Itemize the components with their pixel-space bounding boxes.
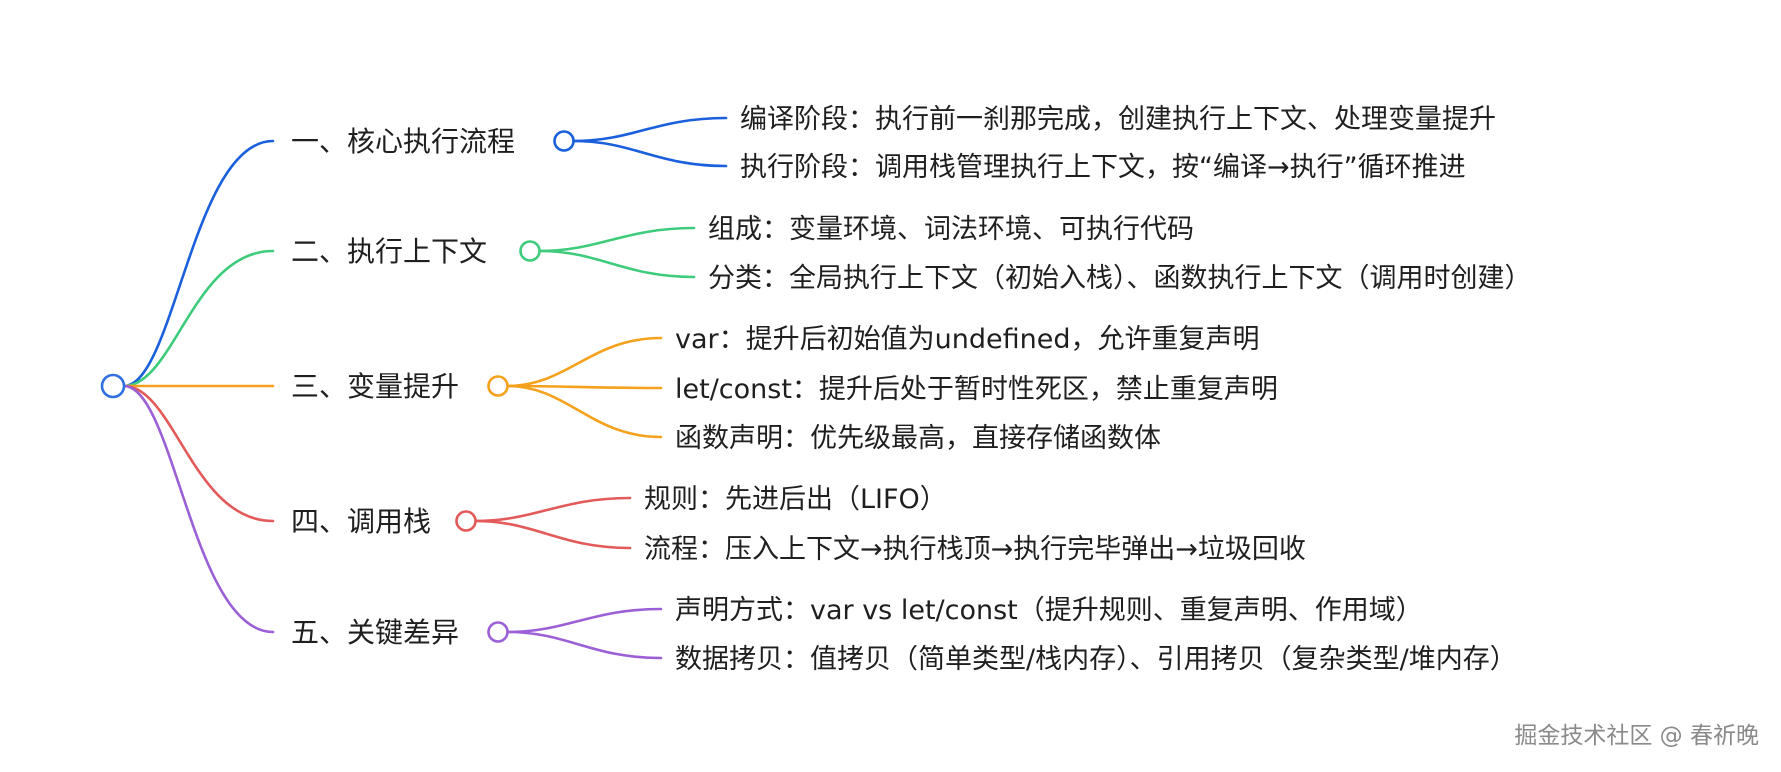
edge-branch-3-to-leaf-1 xyxy=(506,336,663,388)
leaf-label-3-3: 函数声明：优先级最高，直接存储函数体 xyxy=(675,423,1161,454)
edge-root-to-branch-2 xyxy=(122,249,275,388)
mind-map-edges xyxy=(122,116,728,660)
edge-root-to-branch-5 xyxy=(122,384,275,634)
leaf-label-5-1: 声明方式：var vs let/const（提升规则、重复声明、作用域） xyxy=(675,595,1423,626)
branch-label-3: 三、变量提升 xyxy=(291,370,459,403)
branch-label-2: 二、执行上下文 xyxy=(291,235,487,268)
leaf-label-3-1: var：提升后初始值为undefined，允许重复声明 xyxy=(675,324,1259,355)
edge-branch-4-to-leaf-1 xyxy=(474,496,632,523)
root-node[interactable] xyxy=(100,373,126,399)
branch-node-4[interactable] xyxy=(455,510,477,532)
edge-branch-3-to-leaf-2 xyxy=(506,384,663,390)
leaf-label-1-1: 编译阶段：执行前一刹那完成，创建执行上下文、处理变量提升 xyxy=(740,104,1496,135)
edge-root-to-branch-4 xyxy=(122,384,275,523)
edge-branch-2-to-leaf-2 xyxy=(538,249,696,279)
branch-label-5: 五、关键差异 xyxy=(291,616,459,649)
branch-node-5[interactable] xyxy=(487,621,509,643)
edge-branch-5-to-leaf-1 xyxy=(506,607,663,634)
leaf-label-5-2: 数据拷贝：值拷贝（简单类型/栈内存）、引用拷贝（复杂类型/堆内存） xyxy=(675,644,1517,675)
leaf-label-2-2: 分类：全局执行上下文（初始入栈）、函数执行上下文（调用时创建） xyxy=(708,263,1532,294)
edge-branch-4-to-leaf-2 xyxy=(474,519,632,550)
leaf-label-3-2: let/const：提升后处于暂时性死区，禁止重复声明 xyxy=(675,374,1278,405)
edge-root-to-branch-1 xyxy=(122,139,275,388)
edge-branch-1-to-leaf-1 xyxy=(572,116,728,143)
leaf-label-4-2: 流程：压入上下文→执行栈顶→执行完毕弹出→垃圾回收 xyxy=(644,534,1306,565)
edge-branch-3-to-leaf-3 xyxy=(506,384,663,439)
edge-branch-5-to-leaf-2 xyxy=(506,630,663,660)
branch-node-2[interactable] xyxy=(519,240,541,262)
branch-node-1[interactable] xyxy=(553,130,575,152)
branch-label-4: 四、调用栈 xyxy=(291,505,431,538)
leaf-label-4-1: 规则：先进后出（LIFO） xyxy=(644,484,947,515)
edge-branch-2-to-leaf-1 xyxy=(538,226,696,253)
mind-map-nodes xyxy=(100,130,575,643)
leaf-label-2-1: 组成：变量环境、词法环境、可执行代码 xyxy=(708,214,1194,245)
watermark: 掘金技术社区 @ 春祈晚 xyxy=(1514,723,1759,749)
edge-branch-1-to-leaf-2 xyxy=(572,139,728,168)
leaf-label-1-2: 执行阶段：调用栈管理执行上下文，按“编译→执行”循环推进 xyxy=(740,152,1466,183)
branch-label-1: 一、核心执行流程 xyxy=(291,125,515,158)
mind-map-labels: 一、核心执行流程 编译阶段：执行前一刹那完成，创建执行上下文、处理变量提升执行阶段… xyxy=(291,104,1532,675)
branch-node-3[interactable] xyxy=(487,375,509,397)
